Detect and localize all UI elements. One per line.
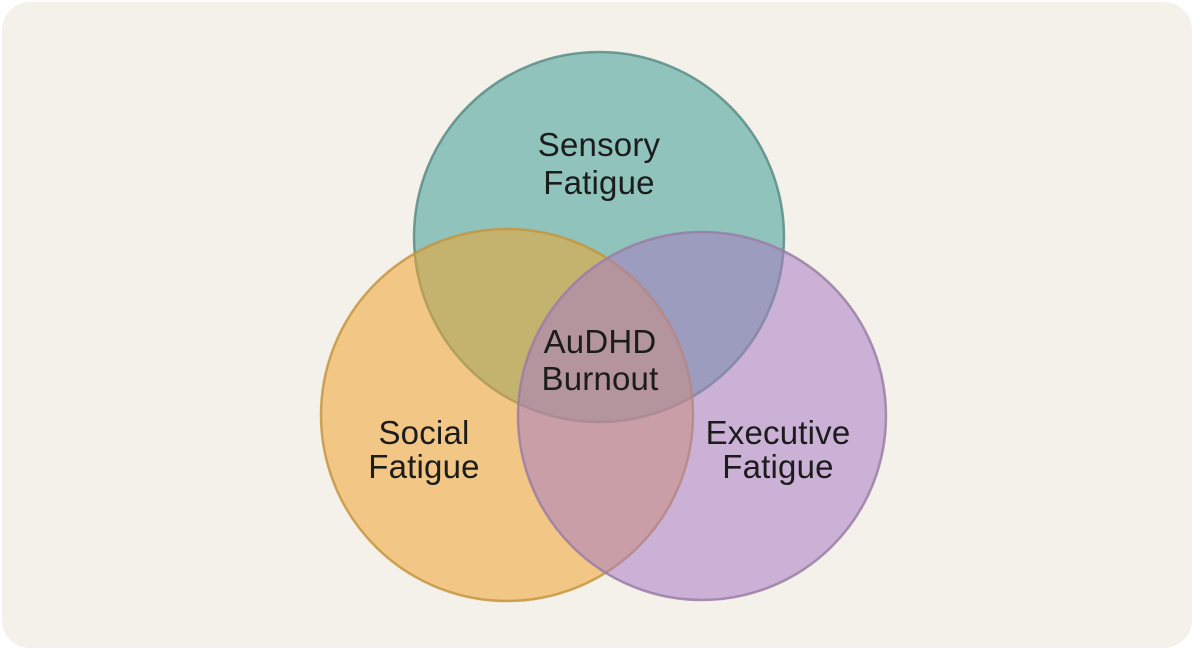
audhd-burnout-label-line1: AuDHD: [544, 323, 657, 360]
social-fatigue-label-line1: Social: [378, 414, 469, 451]
sensory-fatigue-label-line2: Fatigue: [543, 164, 654, 201]
executive-fatigue-label-line1: Executive: [706, 414, 851, 451]
audhd-burnout-label-line2: Burnout: [542, 360, 659, 397]
executive-fatigue-label-line2: Fatigue: [722, 448, 833, 485]
social-fatigue-label-line2: Fatigue: [368, 448, 479, 485]
sensory-fatigue-label-line1: Sensory: [538, 126, 661, 163]
venn-labels: Sensory Fatigue AuDHD Burnout Social Fat…: [368, 126, 850, 485]
venn-circle-executive-fatigue: [516, 230, 888, 602]
